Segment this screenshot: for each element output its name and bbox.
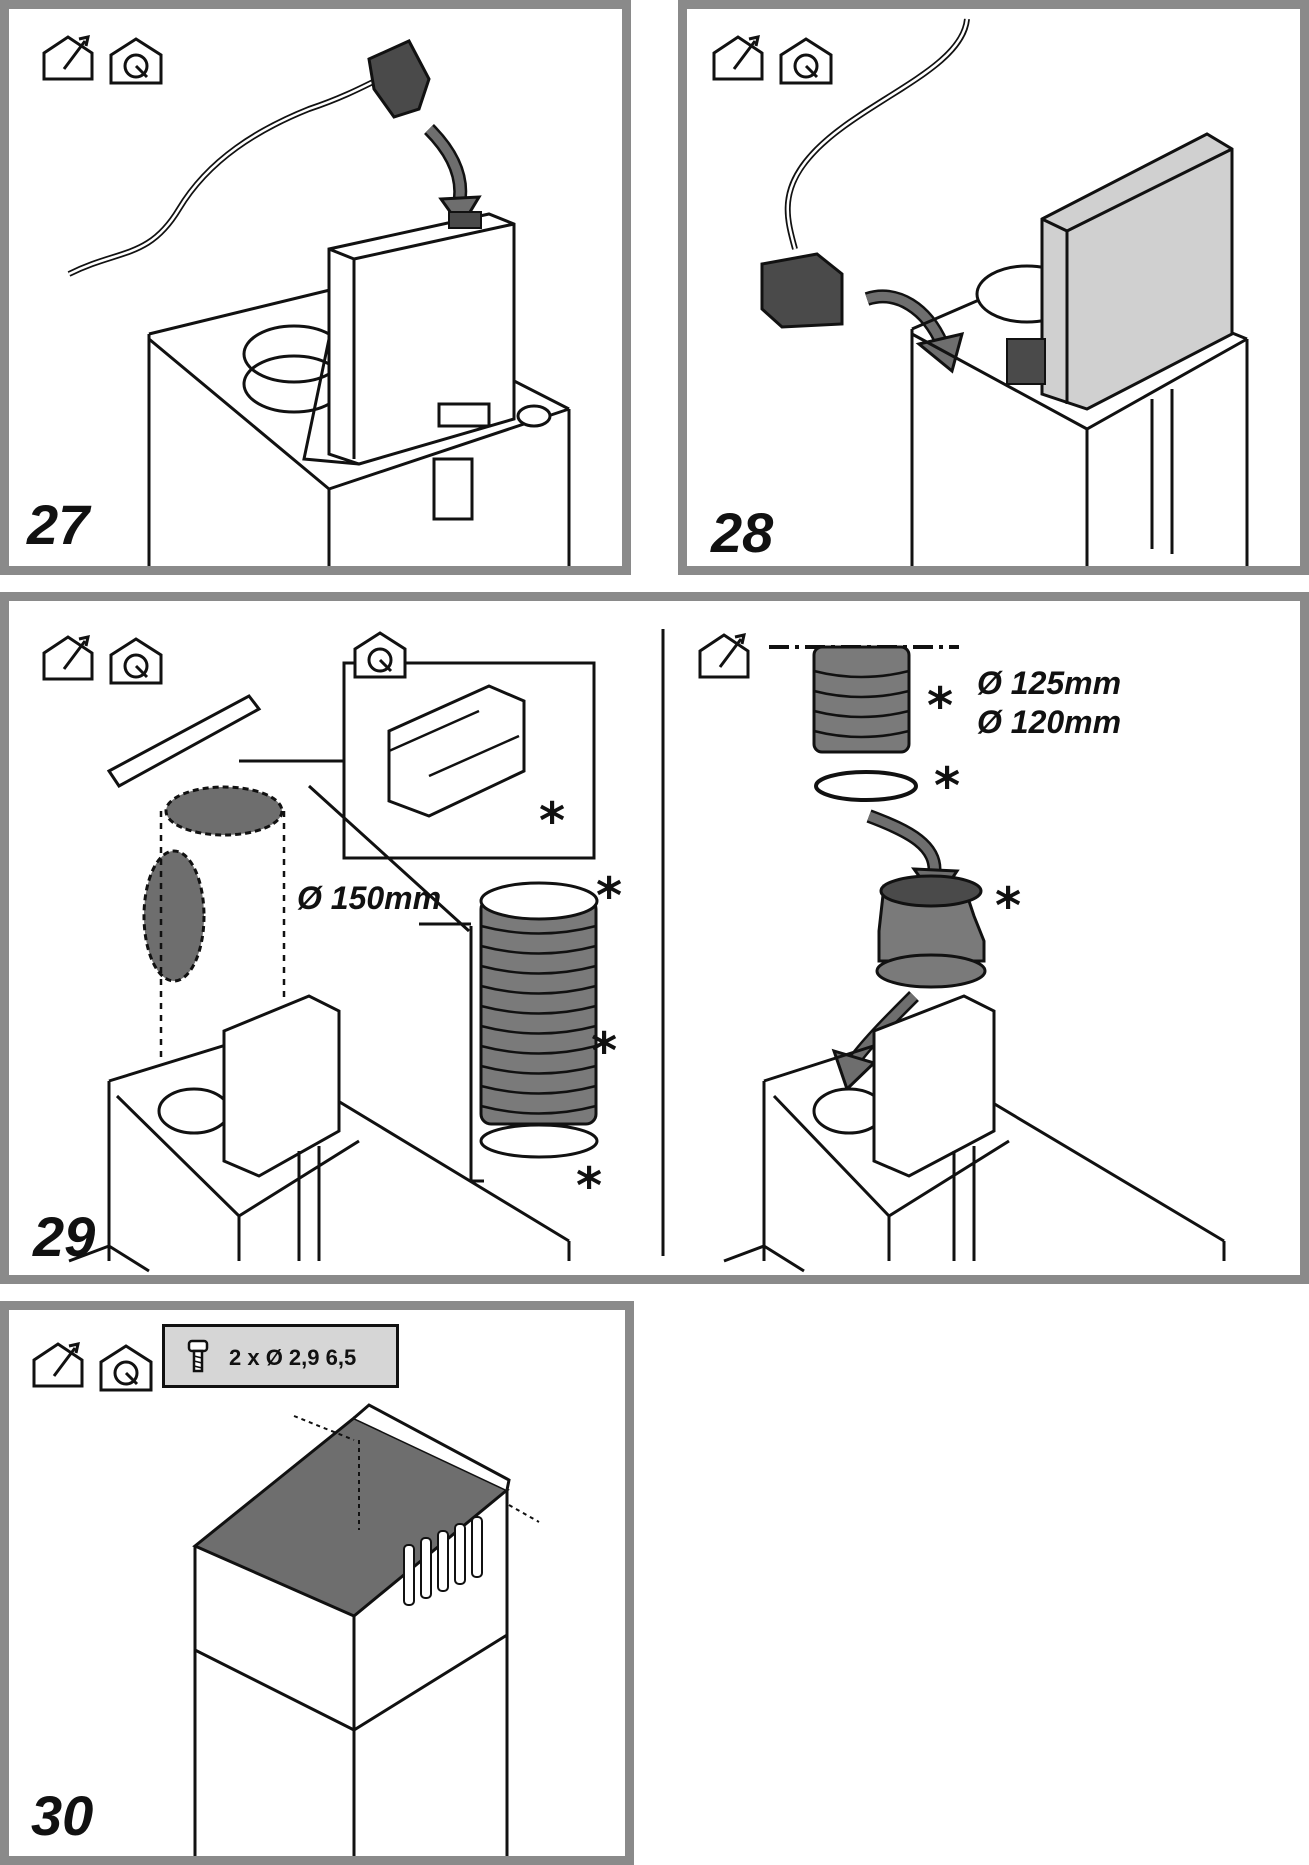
- step-29-illustration: [68, 629, 1226, 1273]
- ducted-exhaust-icon: [39, 31, 97, 83]
- optional-part-mark: *: [539, 792, 566, 850]
- duct-diameter-label: Ø 125mm: [977, 665, 1122, 701]
- screw-spec-label: 2 x Ø 2,9 6,5: [229, 1345, 357, 1370]
- optional-part-mark: *: [596, 867, 623, 925]
- ducted-exhaust-icon: [695, 629, 753, 681]
- step-number: 29: [33, 1205, 96, 1268]
- duct-diameter-label: Ø 120mm: [977, 704, 1122, 740]
- step-29-panel: Ø 150mm Ø 125mm Ø 120mm * * * * * * * 29: [0, 592, 1309, 1284]
- step-30-panel: 30: [0, 1301, 634, 1865]
- step-28-panel: 28: [678, 0, 1309, 575]
- optional-part-mark: *: [576, 1157, 603, 1215]
- screw-icon: [187, 1339, 209, 1373]
- optional-part-mark: *: [591, 1022, 618, 1080]
- recirculation-icon: [107, 35, 165, 87]
- optional-part-mark: *: [995, 877, 1022, 935]
- step-27-panel: 27: [0, 0, 631, 575]
- recirculation-icon: [351, 629, 409, 681]
- recirculation-icon: [97, 1342, 155, 1394]
- step-number: 27: [27, 493, 90, 556]
- step-number: 28: [711, 501, 774, 564]
- step-30-illustration: [192, 1403, 540, 1856]
- step-28-illustration: [760, 18, 1249, 566]
- recirculation-icon: [107, 635, 165, 687]
- ducted-exhaust-icon: [29, 1338, 87, 1390]
- optional-part-mark: *: [934, 757, 961, 815]
- ducted-exhaust-icon: [39, 631, 97, 683]
- ducted-exhaust-icon: [709, 31, 767, 83]
- screw-spec-box: 2 x Ø 2,9 6,5: [162, 1324, 399, 1388]
- duct-diameter-label: Ø 150mm: [297, 880, 442, 916]
- recirculation-icon: [777, 35, 835, 87]
- optional-part-mark: *: [927, 677, 954, 735]
- step-27-illustration: [67, 39, 571, 566]
- step-number: 30: [31, 1784, 94, 1847]
